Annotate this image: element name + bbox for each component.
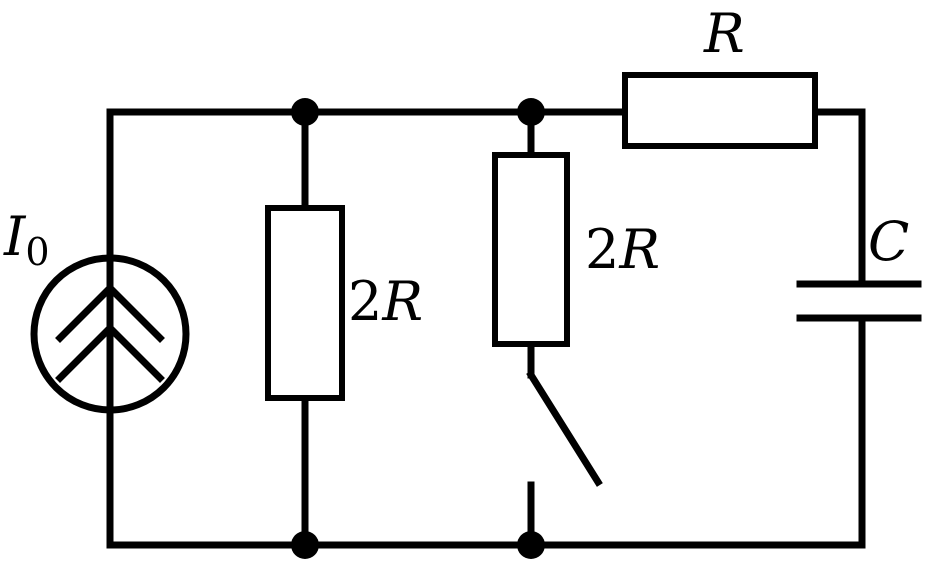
capacitor-label: C <box>868 210 909 273</box>
resistor-2r-left <box>265 205 345 401</box>
junction-dot <box>291 98 319 126</box>
switch-blade <box>526 370 603 487</box>
arrow-chevron-upper <box>55 283 165 343</box>
junctions <box>291 98 545 559</box>
capacitor <box>796 280 922 322</box>
resistor-2r-left-label: 2R <box>348 270 423 333</box>
resistor-2r-middle-label: 2R <box>585 218 660 281</box>
junction-dot <box>291 531 319 559</box>
resistor-r <box>622 72 818 149</box>
current-source <box>30 254 190 414</box>
resistor-2r-middle <box>492 152 570 347</box>
junction-dot <box>517 531 545 559</box>
wires <box>106 108 866 549</box>
junction-dot <box>517 98 545 126</box>
resistor-r-label: R <box>703 2 745 65</box>
source-label: I0 <box>3 205 50 274</box>
arrow-chevron-lower <box>55 323 165 383</box>
